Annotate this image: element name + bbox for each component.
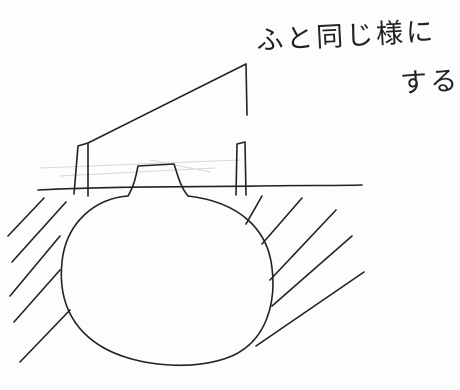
tank-body bbox=[60, 195, 274, 367]
ground-line bbox=[37, 184, 363, 191]
roof-line bbox=[87, 63, 248, 144]
right-hatching bbox=[245, 195, 365, 347]
right-post bbox=[235, 141, 247, 196]
tank-neck bbox=[127, 163, 189, 197]
faint-guide-lines bbox=[39, 159, 241, 177]
handwritten-note-line-2: する bbox=[399, 65, 460, 100]
left-hatching bbox=[7, 197, 71, 363]
